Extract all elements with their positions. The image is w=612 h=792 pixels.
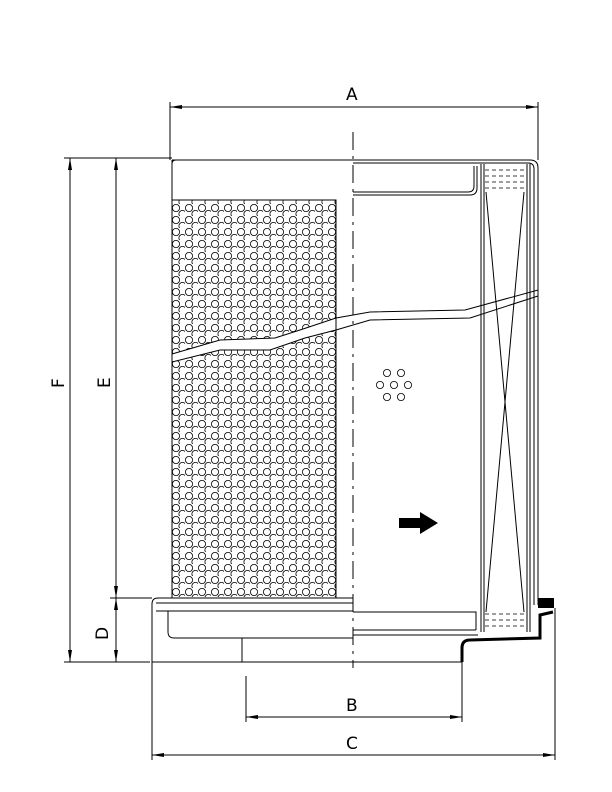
bottom-end-cap: [151, 597, 554, 663]
seal-gasket: [538, 598, 554, 608]
dimension-c: C: [151, 608, 556, 760]
hole-cluster: [375, 368, 412, 401]
filter-media: [480, 164, 531, 632]
label-a: A: [346, 85, 358, 105]
filter-left-half: [171, 159, 353, 599]
top-end-cap: [353, 159, 539, 605]
label-b: B: [346, 696, 358, 716]
dimension-a: A: [169, 85, 539, 160]
perforated-screen-lower: [172, 330, 336, 597]
label-c: C: [346, 734, 358, 754]
dimension-f: F: [49, 157, 172, 663]
label-f: F: [49, 378, 69, 388]
dimension-d: D: [93, 597, 152, 662]
label-d: D: [93, 627, 113, 640]
dimension-b: B: [245, 662, 463, 722]
dimension-e: E: [95, 158, 118, 598]
label-e: E: [95, 377, 115, 388]
flow-direction-arrow-icon: [399, 512, 438, 534]
